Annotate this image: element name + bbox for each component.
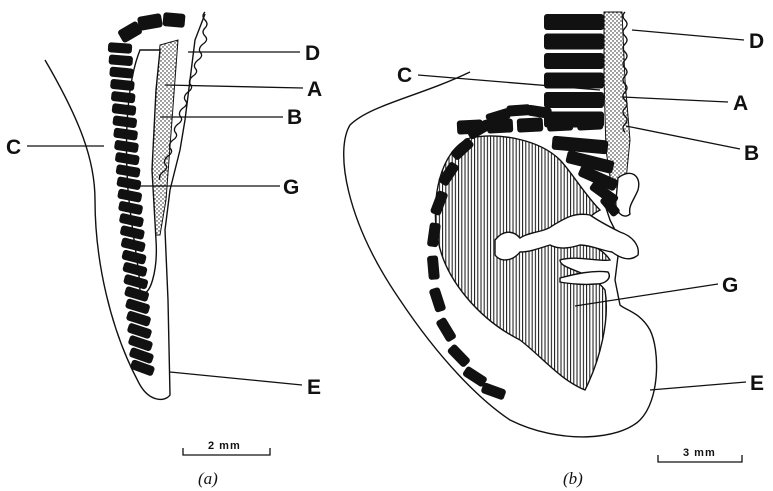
panel-a-label-e: E (307, 376, 321, 399)
panel-b-caption: (b) (563, 469, 583, 488)
panel-a-label-d: D (305, 42, 320, 65)
panel-b-label-b: B (744, 142, 759, 165)
segment-block (162, 12, 185, 28)
segment-block (544, 34, 604, 50)
segment-block (427, 255, 440, 280)
panel-a-scale-label: 2 mm (208, 440, 241, 452)
panel-b-leader-a (622, 97, 728, 102)
panel-b-leader-e (650, 382, 746, 390)
panel-a-label-g: G (283, 176, 299, 199)
segment-block (544, 53, 604, 69)
panel-a-label-c: C (6, 136, 21, 159)
segment-block (108, 42, 133, 54)
panel-b: D C A B G E 3 mm (b) (344, 12, 764, 488)
panel-b-label-a: A (733, 92, 748, 115)
panel-b-label-c: C (397, 64, 412, 87)
panel-a: D A B C G E 2 mm (a) (6, 12, 322, 488)
segment-block (551, 136, 608, 155)
segment-block (547, 116, 574, 131)
segment-block (517, 117, 544, 132)
panel-b-leader-b (626, 126, 740, 149)
segment-block (544, 14, 604, 30)
segment-block (577, 115, 604, 130)
panel-a-label-b: B (287, 106, 302, 129)
panel-a-caption: (a) (198, 469, 218, 488)
panel-b-leader-d (632, 30, 744, 40)
panel-b-label-e: E (750, 372, 764, 395)
panel-a-leader-e (170, 372, 302, 385)
panel-b-label-g: G (722, 274, 738, 297)
segment-block (108, 54, 133, 66)
panel-b-scale-label: 3 mm (683, 447, 716, 459)
segment-block (506, 104, 531, 117)
panel-a-label-a: A (307, 78, 322, 101)
panel-b-label-d: D (749, 30, 764, 53)
segment-block (544, 92, 604, 108)
